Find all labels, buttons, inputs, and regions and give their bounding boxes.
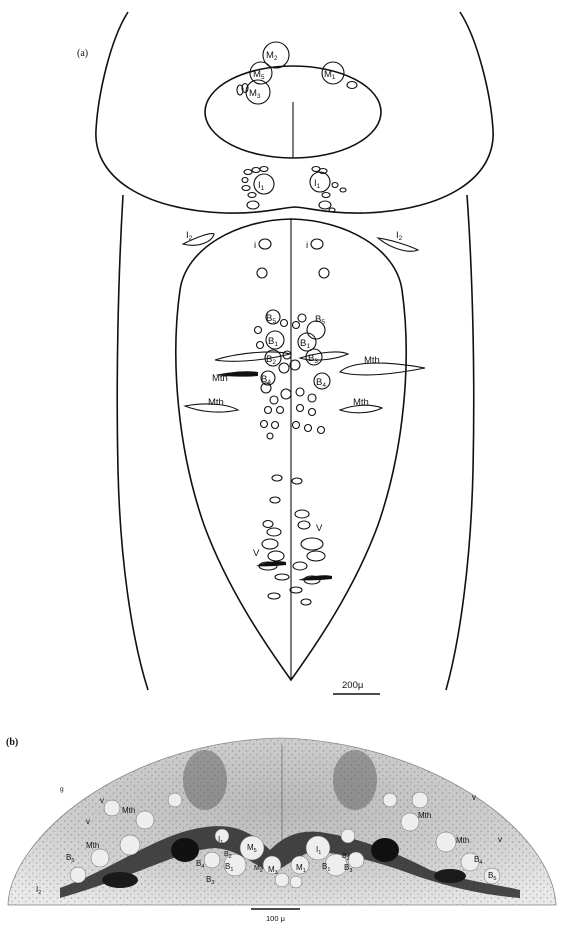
lower-body-left-outline bbox=[117, 195, 148, 690]
label-v4: v bbox=[498, 835, 502, 844]
label-mth-right-2: Mth bbox=[353, 397, 369, 408]
label-m3: M3 bbox=[249, 88, 261, 100]
label-g: g bbox=[60, 786, 64, 793]
neuron-mth-left-upper bbox=[215, 352, 290, 361]
label-b1-left: B1 bbox=[268, 336, 278, 348]
label-b4-right: B4 bbox=[316, 377, 326, 389]
label-i1-left: I1 bbox=[258, 180, 265, 192]
panel-a-label: (a) bbox=[77, 48, 88, 59]
panel-a-drawing: (a) M2 M5 M3 M1 bbox=[77, 12, 493, 694]
label-v-right: V bbox=[316, 523, 323, 534]
label-v2: v bbox=[86, 817, 90, 826]
label-m5: M5 bbox=[253, 69, 265, 81]
b-cell-cluster bbox=[255, 310, 331, 503]
label-mth-left-2: Mth bbox=[208, 397, 224, 408]
label-mth-right-1: Mth bbox=[364, 355, 380, 366]
label-mth1: Mth bbox=[122, 806, 135, 815]
label-v-left: V bbox=[253, 548, 260, 559]
i-cells bbox=[257, 239, 329, 278]
label-mth-left-1: Mth bbox=[212, 373, 228, 384]
label-i-left: i bbox=[254, 240, 256, 251]
tissue-texture bbox=[0, 730, 564, 910]
label-b4-left: B4 bbox=[261, 374, 271, 386]
label-b2: B2 bbox=[266, 354, 276, 366]
label-mth4: Mth bbox=[456, 836, 469, 845]
neuron-small bbox=[347, 82, 357, 89]
label-i1-right: I1 bbox=[314, 178, 321, 190]
upper-lobe-outline bbox=[96, 12, 493, 213]
label-b5-left: B5 bbox=[266, 313, 276, 325]
label-i2-left: I2 bbox=[186, 230, 193, 242]
label-i-right: i bbox=[306, 240, 308, 251]
scale-bar-a-label: 200μ bbox=[342, 680, 363, 691]
label-mth3: Mth bbox=[418, 811, 431, 820]
label-v3: v bbox=[472, 793, 476, 802]
label-b1-right: B1 bbox=[300, 338, 310, 350]
lower-body-right-outline bbox=[446, 195, 474, 690]
label-v1: v bbox=[100, 796, 104, 805]
label-i2-right: I2 bbox=[396, 230, 403, 242]
label-mth2: Mth bbox=[86, 841, 99, 850]
label-m2: M2 bbox=[266, 50, 278, 62]
neuron-mth-right-1 bbox=[340, 363, 425, 375]
neuron-v-dark-right bbox=[298, 575, 332, 580]
panel-b-micrograph: (b) bbox=[0, 730, 564, 923]
label-b5-right: B5 bbox=[315, 314, 325, 326]
panel-b-label: (b) bbox=[6, 737, 18, 748]
scale-bar-b-label: 100 μ bbox=[266, 914, 285, 923]
